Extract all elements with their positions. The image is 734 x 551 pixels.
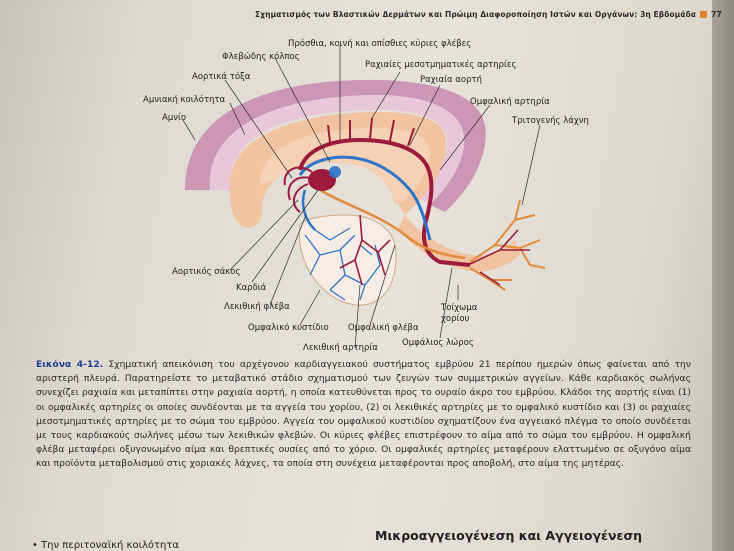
label-cardinal-veins: Πρόσθια, κοινή και οπίσθιες κύριες φλέβε…: [288, 39, 472, 49]
amniotic-cavity: [209, 95, 465, 205]
tertiary-villi: [469, 199, 546, 291]
page-edge: [712, 0, 734, 551]
amnion-band: [185, 79, 486, 212]
running-header: Σχηματισμός των Βλαστικών Δερμάτων και Π…: [255, 10, 722, 19]
label-yolk-sac: Ομφαλικό κυστίδιο: [248, 323, 329, 333]
embryo-cardiovascular-diagram: [182, 45, 546, 349]
label-tertiary-villi: Τριτογενής λάχνη: [512, 116, 589, 126]
vitelline-vein: [301, 189, 316, 231]
label-umbilical-vein: Ομφαλική φλέβα: [348, 323, 419, 333]
label-chorion-wall: Τοίχωμα χορίου: [441, 303, 478, 324]
aortic-arches: [283, 166, 313, 213]
label-sinus-venosus: Φλεβώδης κόλπος: [222, 52, 300, 62]
bullet-item: • Την περιτοναϊκή κοιλότητα: [32, 540, 179, 551]
caption-text: Σχηματική απεικόνιση του αρχέγονου καρδι…: [36, 359, 691, 470]
label-umbilical-artery: Ομφαλική αρτηρία: [470, 97, 550, 107]
intersegmental-arteries: [327, 117, 415, 147]
label-umbilical-cord: Ομφάλιος λώρος: [402, 338, 474, 348]
yolk-sac-vessels: [304, 227, 381, 301]
label-aortic-sac: Αορτικός σάκος: [172, 267, 241, 277]
yolk-sac-arteries: [339, 214, 391, 286]
label-vitelline-artery: Λεκιθική αρτηρία: [303, 343, 378, 353]
page-number: 77: [711, 10, 722, 19]
running-title: Σχηματισμός των Βλαστικών Δερμάτων και Π…: [255, 10, 697, 19]
yolk-sac: [298, 214, 397, 306]
villi-arteries: [469, 229, 530, 286]
bullet-text: Την περιτοναϊκή κοιλότητα: [41, 540, 179, 551]
label-amniotic-cavity: Αμνιακή κοιλότητα: [143, 95, 226, 105]
label-intersegmental-arteries: Ραχιαίες μεσοτμηματικές αρτηρίες: [365, 60, 517, 70]
orange-square-icon: [700, 11, 708, 18]
section-title: Μικροαγγειογένεση και Αγγειογένεση: [375, 528, 643, 543]
heart: [308, 169, 336, 191]
caption-label: Εικόνα 4-12.: [36, 359, 104, 370]
umbilical-cord: [398, 215, 520, 272]
dorsal-aorta: [298, 137, 471, 267]
label-aortic-arch: Αορτικά τόξα: [192, 72, 251, 82]
sinus-venosus: [329, 166, 341, 178]
label-vitelline-vein: Λεκιθική φλέβα: [224, 302, 290, 312]
figure-caption: Εικόνα 4-12. Σχηματική απεικόνιση του αρ…: [36, 358, 691, 472]
leader-lines: [182, 45, 541, 349]
label-amnion: Αμνίο: [162, 113, 187, 123]
label-heart: Καρδιά: [236, 283, 267, 293]
label-dorsal-aorta: Ραχιαία αορτή: [420, 75, 483, 85]
embryo-inner: [260, 128, 431, 205]
cardinal-veins: [298, 155, 432, 241]
umbilical-vein: [319, 188, 466, 260]
